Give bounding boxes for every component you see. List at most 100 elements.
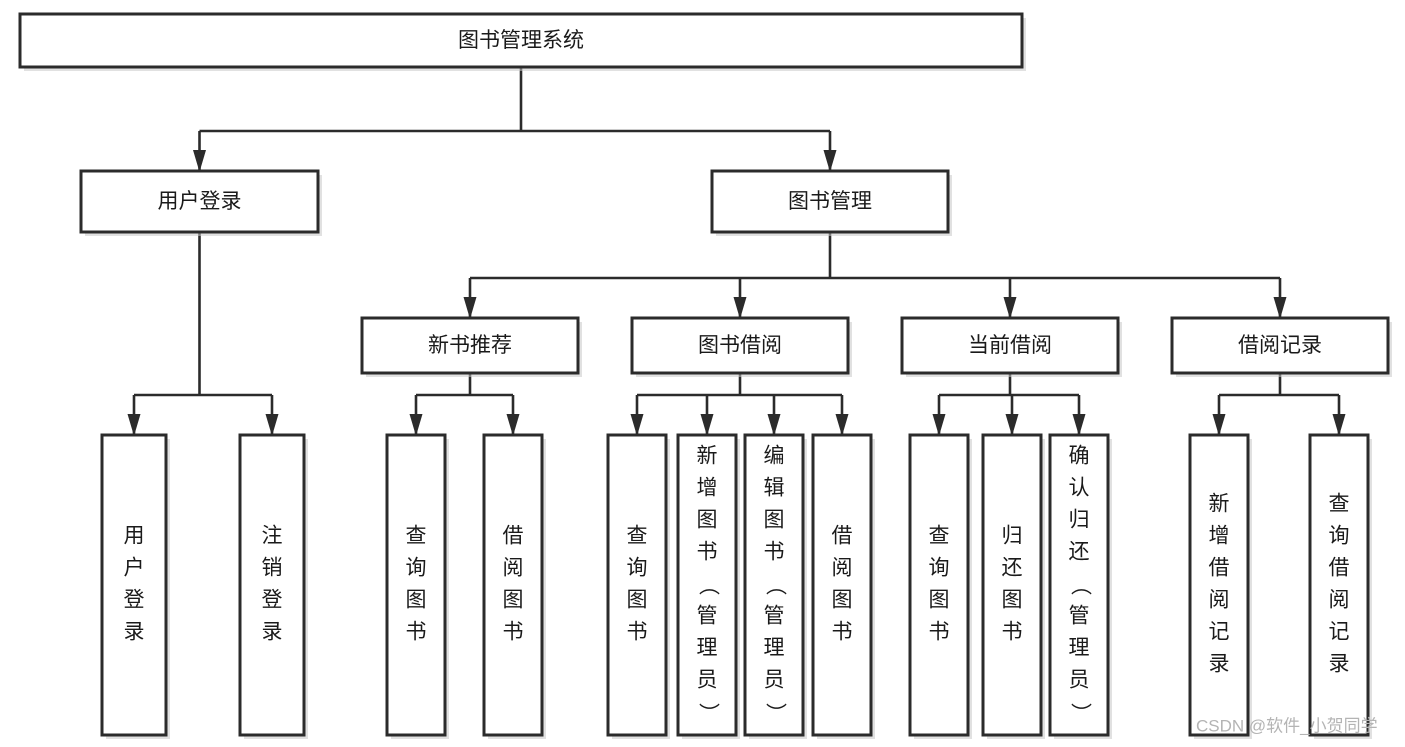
node-label-char: 书 bbox=[406, 621, 427, 644]
node-label-char: （ bbox=[696, 575, 719, 596]
node-label-char: 书 bbox=[627, 621, 648, 644]
node-label-char: 询 bbox=[1329, 525, 1350, 548]
node-rect[interactable] bbox=[811, 433, 873, 737]
node-label-char: 归 bbox=[1002, 525, 1023, 548]
node-rect[interactable] bbox=[981, 433, 1043, 737]
node-label-char: ） bbox=[1068, 703, 1091, 724]
node-label-char: 管 bbox=[1069, 605, 1090, 628]
node-rect[interactable] bbox=[18, 12, 1024, 69]
arrow-head-icon bbox=[1273, 297, 1287, 319]
node-label: 用户登录 bbox=[158, 190, 242, 213]
node-label-char: 理 bbox=[1069, 637, 1090, 660]
arrow-head-icon bbox=[463, 297, 477, 319]
node-label-char: 图 bbox=[764, 509, 785, 532]
node-label: 当前借阅 bbox=[968, 334, 1052, 357]
node-label-char: 录 bbox=[262, 621, 283, 644]
node-rect[interactable] bbox=[710, 169, 950, 234]
node-label-char: 辑 bbox=[764, 477, 785, 500]
arrow-head-icon bbox=[1072, 414, 1086, 436]
node-label-char: 录 bbox=[1209, 653, 1230, 676]
node-rect[interactable] bbox=[1308, 433, 1370, 737]
node-label: 借阅记录 bbox=[1238, 334, 1322, 357]
node-label-char: 借 bbox=[832, 525, 853, 548]
arrow-head-icon bbox=[767, 414, 781, 436]
node-borrow_record[interactable]: 借阅记录 bbox=[1170, 316, 1392, 377]
node-rect[interactable] bbox=[385, 433, 447, 737]
node-rect[interactable] bbox=[100, 433, 168, 737]
node-label-char: 阅 bbox=[1329, 589, 1350, 612]
arrow-head-icon bbox=[835, 414, 849, 436]
node-label-char: 借 bbox=[1209, 557, 1230, 580]
node-label-char: （ bbox=[1068, 575, 1091, 596]
node-label-char: 还 bbox=[1002, 557, 1023, 580]
node-label-char: 确 bbox=[1069, 445, 1090, 468]
node-label-char: 书 bbox=[929, 621, 950, 644]
node-label-char: 还 bbox=[1069, 541, 1090, 564]
node-label-char: 归 bbox=[1069, 509, 1090, 532]
arrow-head-icon bbox=[193, 150, 206, 172]
node-label-char: 借 bbox=[1329, 557, 1350, 580]
node-new_book_rec[interactable]: 新书推荐 bbox=[360, 316, 582, 377]
node-label-char: 询 bbox=[627, 557, 648, 580]
node-rect[interactable] bbox=[360, 316, 580, 375]
node-label-char: 认 bbox=[1069, 477, 1090, 500]
node-leaf_1[interactable]: 用户登录 bbox=[100, 433, 170, 739]
node-current_borrow[interactable]: 当前借阅 bbox=[900, 316, 1122, 377]
node-label-char: 录 bbox=[1329, 653, 1350, 676]
node-label-char: 图 bbox=[929, 589, 950, 612]
node-rect[interactable] bbox=[79, 169, 320, 234]
node-label-char: 图 bbox=[832, 589, 853, 612]
node-label-char: 查 bbox=[406, 525, 427, 548]
node-label-char: 增 bbox=[1209, 525, 1230, 548]
node-user_login[interactable]: 用户登录 bbox=[79, 169, 322, 236]
node-rect[interactable] bbox=[630, 316, 850, 375]
node-label: 图书管理系统 bbox=[458, 29, 584, 52]
node-book_manage[interactable]: 图书管理 bbox=[710, 169, 952, 236]
node-rect[interactable] bbox=[900, 316, 1120, 375]
arrow-head-icon bbox=[1332, 414, 1346, 436]
node-label-char: 阅 bbox=[503, 557, 524, 580]
node-label-char: 登 bbox=[124, 589, 145, 612]
node-rect[interactable] bbox=[1188, 433, 1250, 737]
arrow-head-icon bbox=[630, 414, 644, 436]
node-label-char: 查 bbox=[1329, 493, 1350, 516]
node-label-char: 增 bbox=[697, 477, 718, 500]
node-rect[interactable] bbox=[743, 433, 805, 737]
node-book_borrow[interactable]: 图书借阅 bbox=[630, 316, 852, 377]
node-label-char: 阅 bbox=[832, 557, 853, 580]
arrow-head-icon bbox=[700, 414, 714, 436]
node-rect[interactable] bbox=[238, 433, 306, 737]
node-rect[interactable] bbox=[606, 433, 668, 737]
arrow-head-icon bbox=[932, 414, 946, 436]
node-rect[interactable] bbox=[908, 433, 970, 737]
node-label-char: 登 bbox=[262, 589, 283, 612]
node-label-char: 询 bbox=[406, 557, 427, 580]
node-label-char: 注 bbox=[262, 525, 283, 548]
node-label-char: 管 bbox=[764, 605, 785, 628]
node-rect[interactable] bbox=[1048, 433, 1110, 737]
node-label-char: 编 bbox=[764, 445, 785, 468]
node-label-char: 新 bbox=[697, 445, 718, 468]
node-label-char: 书 bbox=[1002, 621, 1023, 644]
node-root[interactable]: 图书管理系统 bbox=[18, 12, 1026, 71]
node-rect[interactable] bbox=[676, 433, 738, 737]
node-rect[interactable] bbox=[482, 433, 544, 737]
node-label-char: 录 bbox=[124, 621, 145, 644]
arrow-head-icon bbox=[1212, 414, 1226, 436]
arrow-head-icon bbox=[265, 414, 279, 436]
node-label-char: 员 bbox=[697, 669, 718, 692]
node-rect[interactable] bbox=[1170, 316, 1390, 375]
